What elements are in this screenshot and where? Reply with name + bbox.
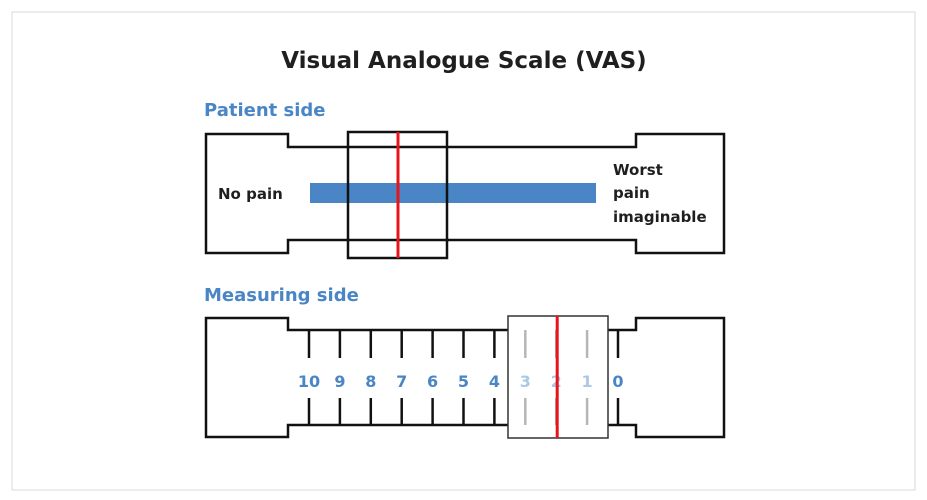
blue-scale-bar [310,183,596,203]
tick-label: 4 [489,372,500,391]
worst-pain-label: Worst pain imaginable [613,161,707,226]
tick-label: 5 [458,372,469,391]
patient-side-label: Patient side [204,100,326,121]
tick-label: 3 [520,372,531,391]
worst-pain-line: Worst [613,161,663,179]
worst-pain-line: pain [613,184,650,202]
no-pain-label: No pain [218,185,283,203]
worst-pain-line: imaginable [613,208,707,226]
tick-label: 7 [396,372,407,391]
tick-label: 10 [298,372,320,391]
tick-marks: 109876543210 [298,330,624,425]
tick-label: 1 [582,372,593,391]
tick-label: 8 [365,372,376,391]
tick-label: 6 [427,372,438,391]
tick-label: 0 [612,372,623,391]
diagram-title: Visual Analogue Scale (VAS) [281,48,646,74]
tick-label: 9 [334,372,345,391]
measuring-side-label: Measuring side [204,285,359,306]
